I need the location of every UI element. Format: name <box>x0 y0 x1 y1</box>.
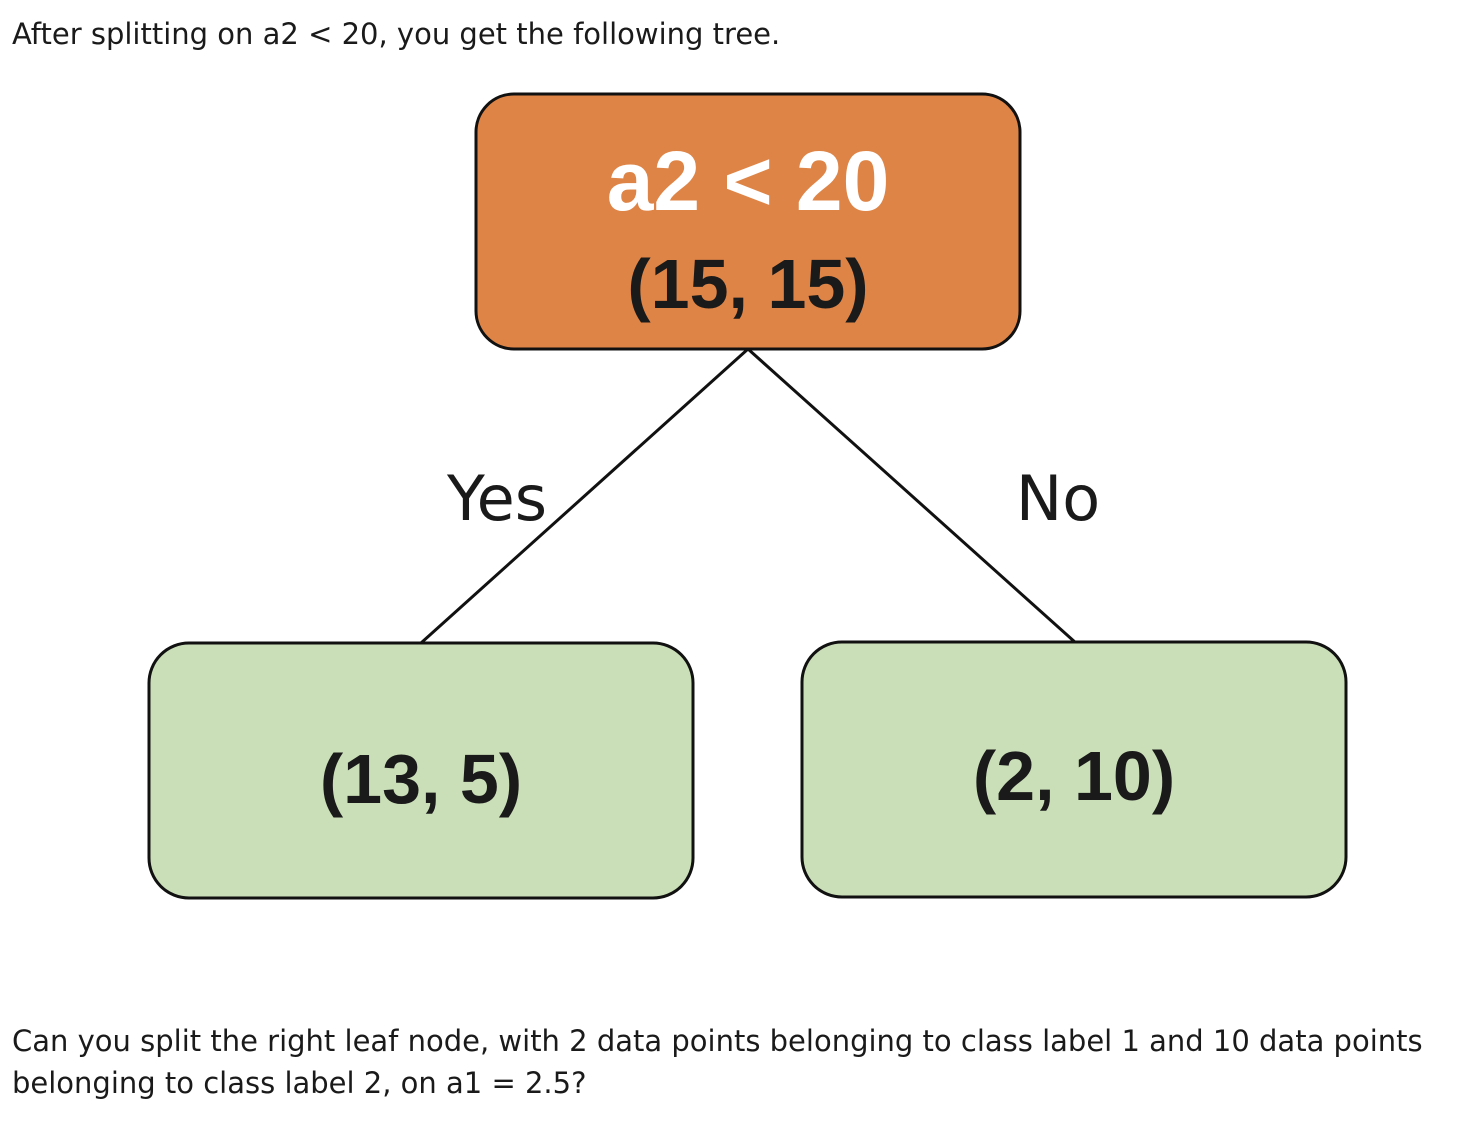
root-node: a2 < 20 (15, 15) <box>474 92 1022 351</box>
right-leaf-counts: (2, 10) <box>973 737 1175 815</box>
root-condition: a2 < 20 <box>607 134 890 228</box>
left-leaf-box <box>147 641 695 900</box>
left-leaf-node: (13, 5) <box>147 641 695 900</box>
edge-yes <box>419 347 750 645</box>
left-leaf-counts: (13, 5) <box>320 740 522 818</box>
edge-label-no: No <box>1016 462 1100 535</box>
intro-text: After splitting on a2 < 20, you get the … <box>12 17 781 51</box>
right-leaf-box <box>800 640 1348 899</box>
edge-label-yes: Yes <box>446 462 547 535</box>
right-leaf-node: (2, 10) <box>800 640 1348 899</box>
root-counts: (15, 15) <box>627 245 868 323</box>
root-node-box <box>474 92 1022 351</box>
question-text: Can you split the right leaf node, with … <box>12 1024 1423 1100</box>
edge-no <box>746 347 1078 645</box>
